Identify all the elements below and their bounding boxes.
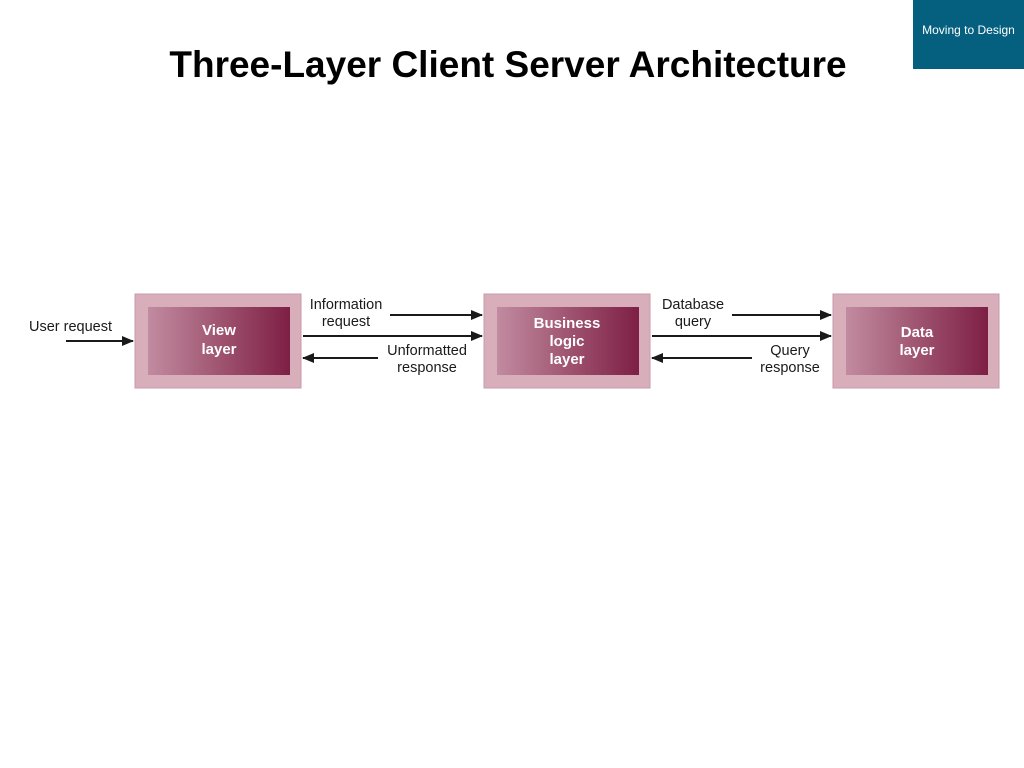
view-layer-label-2: layer [201,341,236,358]
query-response-label-1: Query [770,343,810,359]
unformatted-response-label-1: Unformatted [387,343,467,359]
business-layer-label-1: Business [534,315,601,332]
business-layer-label-3: layer [549,351,584,368]
view-layer-box: View layer [134,293,302,389]
query-response-label-2: response [760,360,820,376]
business-logic-layer-box: Business logic layer [483,293,651,389]
info-request-label-2: request [322,314,370,330]
data-layer-label-2: layer [899,342,934,359]
database-query-label-2: query [675,314,712,330]
section-tab: Moving to Design [913,0,1024,69]
user-request-label: User request [29,319,112,335]
page-title: Three-Layer Client Server Architecture [169,44,847,85]
database-query-label-1: Database [662,297,724,313]
view-layer-label-1: View [202,322,236,339]
data-layer-label-1: Data [901,324,934,341]
data-layer-box: Data layer [832,293,1000,389]
info-request-label-1: Information [310,297,383,313]
business-layer-label-2: logic [549,333,584,350]
unformatted-response-label-2: response [397,360,457,376]
